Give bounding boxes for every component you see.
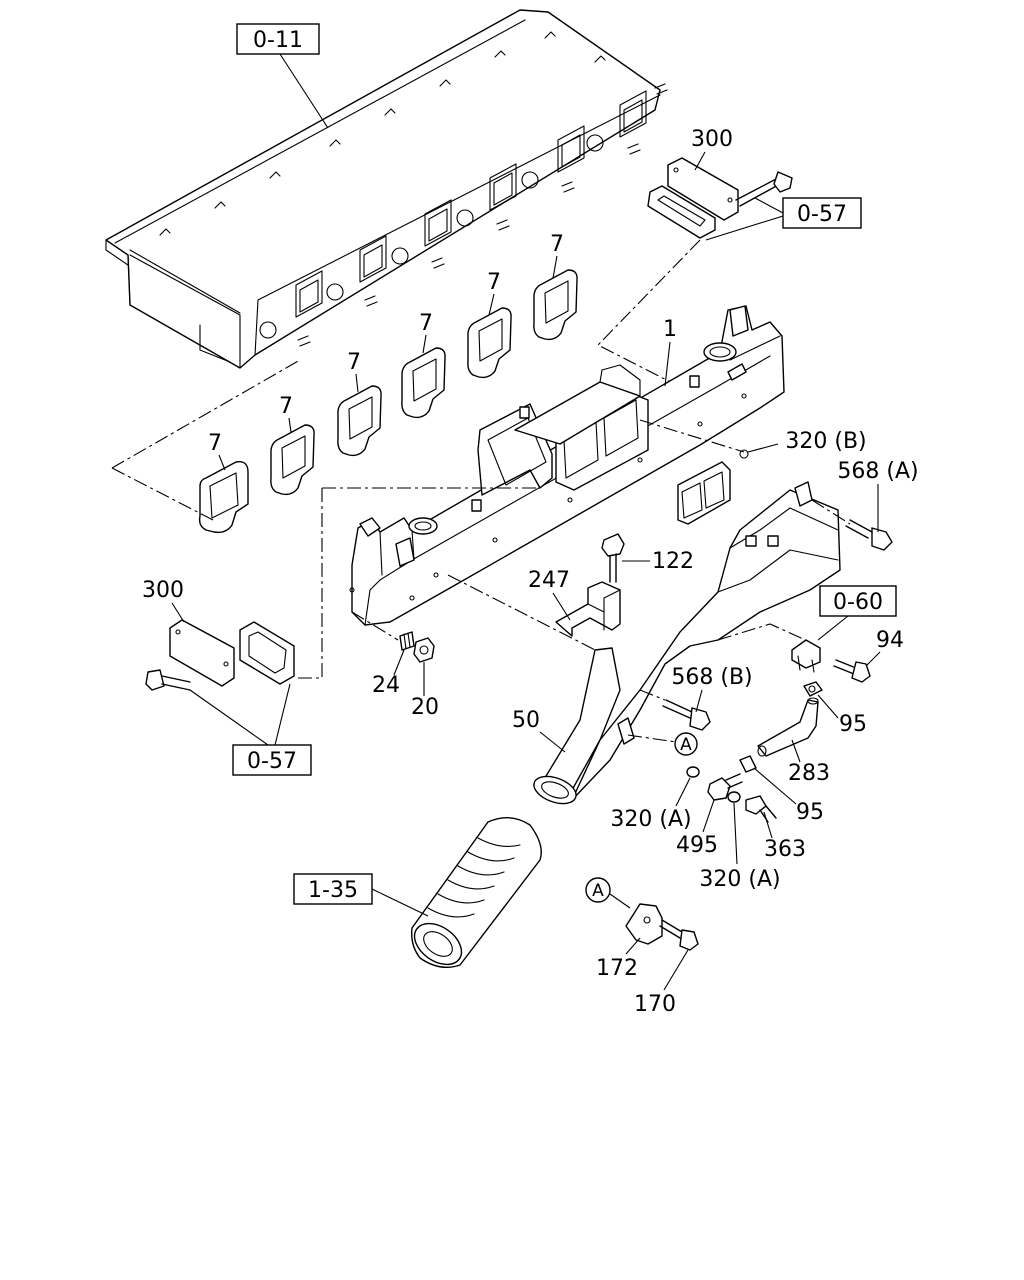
callout-bolt-568a: 568 (A) — [837, 459, 918, 484]
svg-text:0-11: 0-11 — [253, 28, 303, 53]
gasket-2 — [270, 424, 315, 496]
callout-fitting-495: 495 — [676, 833, 718, 858]
marker-a-detail[interactable]: A — [585, 877, 611, 903]
marker-a-pipe[interactable]: A — [674, 732, 698, 756]
ref-box-hose[interactable]: 1-35 — [293, 873, 373, 905]
bolt-94 — [833, 659, 871, 683]
bolt-568a — [845, 519, 893, 551]
cylinder-head — [105, 9, 668, 369]
stud-24 — [399, 631, 415, 651]
intake-pipe-50 — [533, 461, 841, 805]
svg-text:0-57: 0-57 — [247, 749, 297, 774]
callout-washer-320b: 320 (B) — [785, 429, 866, 454]
callout-cover-plate-left: 300 — [142, 578, 184, 603]
callout-clip-95-upper: 95 — [839, 712, 867, 737]
svg-text:A: A — [680, 735, 692, 755]
callout-gasket-3: 7 — [347, 350, 361, 375]
intake-manifold — [349, 305, 785, 626]
bolt-170 — [659, 919, 699, 951]
callout-gasket-6: 7 — [550, 232, 564, 257]
cover-gasket-top — [647, 185, 716, 239]
fitting-495 — [707, 773, 743, 801]
callout-bolt-122: 122 — [652, 549, 694, 574]
callout-bolt-170: 170 — [634, 992, 676, 1017]
cover-plate-left — [169, 619, 235, 687]
callout-clip-95-lower: 95 — [796, 800, 824, 825]
bolt-363 — [745, 795, 777, 823]
washer-320b — [739, 449, 749, 459]
sensor — [791, 639, 821, 673]
gasket-6 — [533, 269, 578, 341]
bracket-172 — [625, 903, 663, 945]
callout-nut: 20 — [411, 695, 439, 720]
callout-bracket-172: 172 — [596, 956, 638, 981]
gasket-1 — [198, 461, 249, 534]
cover-plate-top — [667, 157, 739, 221]
callout-stud: 24 — [372, 673, 400, 698]
callout-bracket: 247 — [528, 568, 570, 593]
callout-bolt-94: 94 — [876, 628, 904, 653]
clip-95-upper — [803, 681, 823, 697]
gasket-4 — [401, 347, 446, 419]
callout-gasket-4: 7 — [419, 311, 433, 336]
washer-320a-left — [686, 766, 700, 778]
ref-box-cylinder-head[interactable]: 0-11 — [236, 23, 320, 55]
svg-text:1-35: 1-35 — [308, 878, 358, 903]
callout-manifold: 1 — [663, 317, 677, 342]
clip-95-lower — [739, 755, 757, 773]
bolt-top-cover — [735, 171, 793, 207]
gasket-3 — [337, 385, 382, 457]
washer-320a-bottom — [727, 791, 741, 803]
callout-hose-283: 283 — [788, 761, 830, 786]
callout-bolt-568b: 568 (B) — [671, 665, 752, 690]
nut-20 — [413, 637, 435, 663]
svg-text:0-57: 0-57 — [797, 202, 847, 227]
ref-box-cover-left[interactable]: 0-57 — [232, 744, 312, 776]
manifold-gaskets — [198, 269, 578, 534]
callout-washer-320a-bottom: 320 (A) — [699, 867, 780, 892]
bracket-247 — [555, 581, 621, 637]
bolt-left-cover — [145, 669, 191, 691]
callout-bolt-363: 363 — [764, 837, 806, 862]
rubber-hose — [410, 817, 542, 968]
callout-cover-plate-top: 300 — [691, 127, 733, 152]
hose-283 — [757, 697, 819, 757]
gasket-5 — [467, 307, 512, 379]
ref-box-cover-top[interactable]: 0-57 — [782, 197, 862, 229]
ref-box-sensor[interactable]: 0-60 — [819, 585, 897, 617]
callout-gasket-1: 7 — [208, 431, 222, 456]
callout-gasket-5: 7 — [487, 270, 501, 295]
bolt-122 — [601, 533, 625, 583]
bolt-568b — [662, 699, 711, 731]
svg-text:A: A — [592, 881, 604, 901]
callout-washer-320a-left: 320 (A) — [610, 807, 691, 832]
cover-gasket-left — [239, 621, 295, 685]
callout-pipe: 50 — [512, 708, 540, 733]
callout-gasket-2: 7 — [279, 394, 293, 419]
svg-text:0-60: 0-60 — [833, 590, 883, 615]
